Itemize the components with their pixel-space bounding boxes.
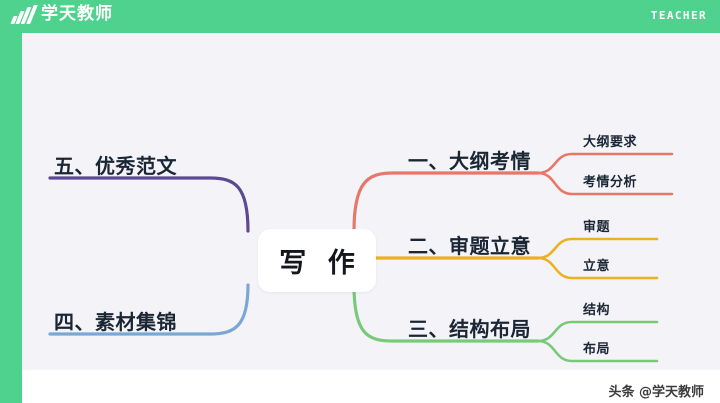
branch-label-5[interactable]: 五、优秀范文 — [54, 154, 177, 178]
connector-main-branch-3 — [352, 283, 540, 343]
sub-label-1-1[interactable]: 大纲要求 — [583, 135, 638, 150]
branch-label-2[interactable]: 二、审题立意 — [408, 234, 531, 258]
sub-label-1-2[interactable]: 考情分析 — [583, 175, 638, 190]
app-header: 学天教师 TEACHER — [0, 0, 720, 33]
branch-label-4[interactable]: 四、素材集锦 — [54, 310, 177, 334]
footer-band — [22, 378, 720, 403]
mindmap-connectors — [48, 152, 674, 363]
mindmap-canvas: 写 作 一、大纲考情 大纲要求 考情分析 二、审题立意 审题 立意 三、结构布局… — [22, 33, 720, 370]
center-node-label: 写 作 — [279, 248, 361, 279]
sub-label-3-1[interactable]: 结构 — [583, 303, 611, 318]
sub-label-2-2[interactable]: 立意 — [583, 259, 611, 274]
connector-main-branch-5 — [48, 176, 250, 233]
connector-sub-1-2 — [536, 171, 674, 196]
footer-left-strip — [0, 378, 22, 403]
sub-label-2-1[interactable]: 审题 — [583, 220, 611, 235]
slanted-bars-logo-icon — [10, 5, 38, 24]
footer-watermark: 头条 @学天教师 — [608, 385, 704, 400]
branch-label-3[interactable]: 三、结构布局 — [408, 317, 531, 341]
brand-logo: 学天教师 — [10, 4, 113, 24]
slide-frame: 写 作 一、大纲考情 大纲要求 考情分析 二、审题立意 审题 立意 三、结构布局… — [22, 33, 720, 378]
connector-sub-3-2 — [536, 339, 659, 363]
sub-label-3-2[interactable]: 布局 — [583, 342, 611, 357]
connector-sub-2-2 — [536, 256, 659, 280]
mindmap-center-node[interactable]: 写 作 — [258, 229, 376, 292]
brand-name: 学天教师 — [41, 4, 113, 24]
branch-label-1[interactable]: 一、大纲考情 — [408, 149, 531, 173]
connector-main-branch-1 — [352, 171, 540, 233]
header-teacher-label: TEACHER — [650, 9, 707, 22]
mindmap-diagram — [22, 33, 720, 370]
connector-main-branch-4 — [48, 283, 250, 336]
